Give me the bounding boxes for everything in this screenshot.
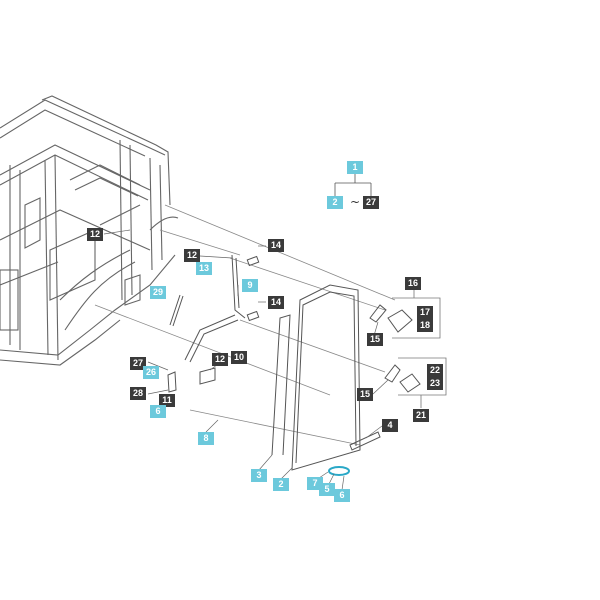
projection-lines [94, 204, 396, 446]
part-callout-23: 23 [427, 377, 443, 390]
part-callout-29: 29 [150, 286, 166, 299]
part-callout-17: 17 [417, 306, 433, 319]
part-callout-6: 6 [334, 489, 350, 502]
part-callout-12: 12 [212, 353, 228, 366]
callout-tree-lines [334, 174, 372, 196]
part-callout-15: 15 [357, 388, 373, 401]
part-callout-15: 15 [367, 333, 383, 346]
part-callout-16: 16 [405, 277, 421, 290]
part-callout-27: 27 [130, 357, 146, 370]
callout-label-27: 27 [363, 196, 379, 209]
part-callout-11: 11 [159, 394, 175, 407]
door-glass-panels [271, 284, 361, 471]
range-separator: ~ [350, 195, 361, 209]
assembly-brackets [392, 290, 447, 408]
part-callout-8: 8 [198, 432, 214, 445]
part-callout-3: 3 [251, 469, 267, 482]
part-callout-12: 12 [87, 228, 103, 241]
part-callout-9: 9 [242, 279, 258, 292]
part-callout-21: 21 [413, 409, 429, 422]
cab-frame [0, 95, 179, 366]
part-callout-2: 2 [273, 478, 289, 491]
callout-label-1: 1 [347, 161, 363, 174]
seal-ring [328, 466, 350, 476]
part-callout-13: 13 [196, 262, 212, 275]
part-callout-18: 18 [417, 319, 433, 332]
part-callout-12: 12 [184, 249, 200, 262]
part-callout-22: 22 [427, 364, 443, 377]
part-callout-4: 4 [382, 419, 398, 432]
part-callout-10: 10 [231, 351, 247, 364]
part-callout-6: 6 [150, 405, 166, 418]
callout-label-2: 2 [327, 196, 343, 209]
part-callout-5: 5 [319, 483, 335, 496]
part-callout-26: 26 [143, 366, 159, 379]
part-callout-28: 28 [130, 387, 146, 400]
part-callout-14: 14 [268, 296, 284, 309]
part-callout-14: 14 [268, 239, 284, 252]
